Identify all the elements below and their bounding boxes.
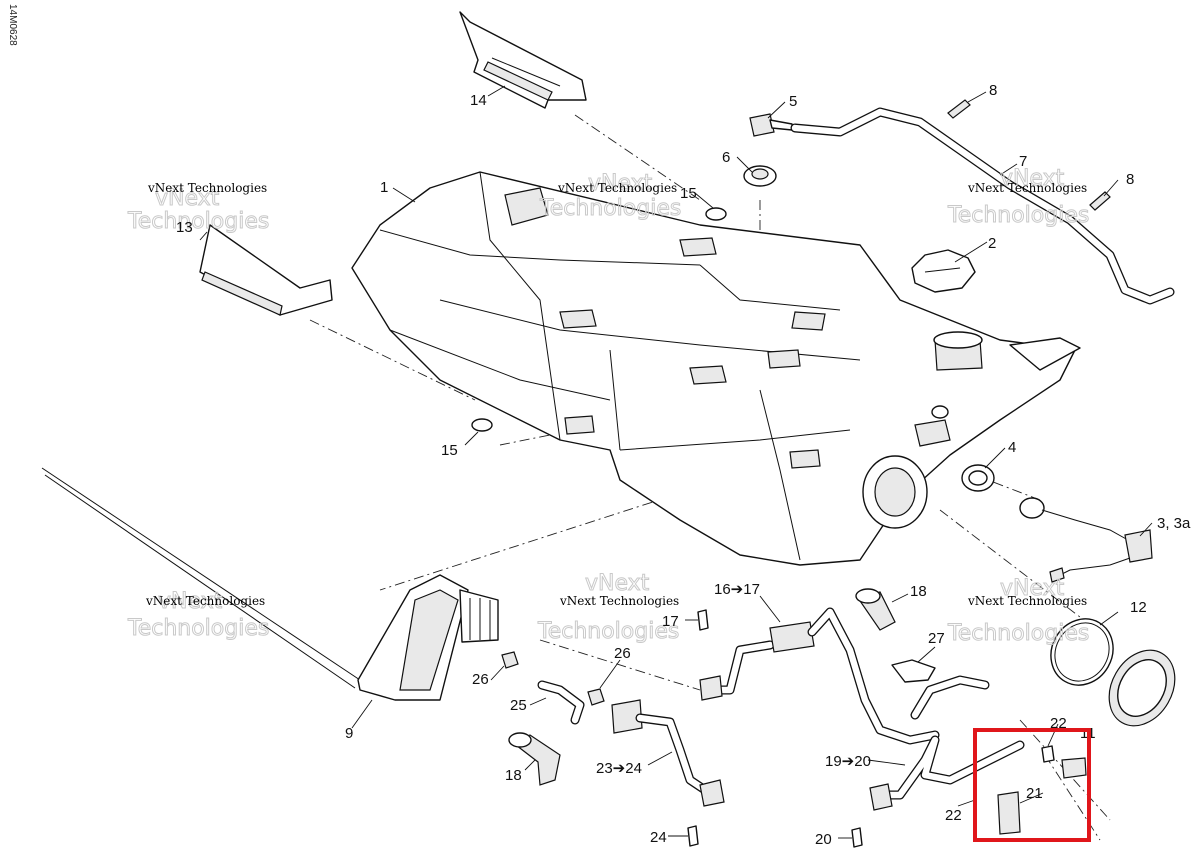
hose-connector-20[interactable] bbox=[851, 827, 863, 848]
hose-connector-24[interactable] bbox=[687, 825, 699, 847]
svg-text:Technologies: Technologies bbox=[127, 616, 269, 641]
callout-7: 7 bbox=[1019, 153, 1027, 170]
vent-valve[interactable] bbox=[749, 113, 793, 137]
callout-9: 9 bbox=[345, 725, 353, 742]
hose-assembly-23[interactable] bbox=[611, 699, 725, 807]
elbow-hose-top[interactable] bbox=[855, 588, 896, 631]
svg-text:Technologies: Technologies bbox=[947, 621, 1089, 646]
callout-2: 2 bbox=[988, 235, 996, 252]
vent-hose[interactable] bbox=[790, 107, 1175, 305]
svg-text:Technologies: Technologies bbox=[539, 196, 681, 221]
clamp-right[interactable] bbox=[1089, 191, 1111, 211]
hose-connector-17[interactable] bbox=[697, 609, 709, 631]
bracket-21[interactable] bbox=[997, 757, 1087, 835]
clip-27[interactable] bbox=[891, 659, 936, 683]
svg-text:Technologies: Technologies bbox=[537, 619, 679, 644]
callout-6: 6 bbox=[722, 149, 730, 166]
nut-26-right[interactable] bbox=[587, 688, 605, 706]
svg-text:vNext Technologies: vNext Technologies bbox=[557, 181, 677, 195]
callouts: 1 2 3, 3a 4 5 6 7 8 8 9 11 12 13 14 15 1… bbox=[176, 82, 1191, 848]
leader-lines bbox=[199, 85, 1153, 839]
grommet[interactable] bbox=[743, 165, 777, 187]
callout-15-left: 15 bbox=[441, 442, 458, 459]
heat-shield-top[interactable] bbox=[459, 11, 587, 109]
svg-text:vNext Technologies: vNext Technologies bbox=[967, 594, 1087, 608]
watermarks: vNext Technologies vNext Technologies vN… bbox=[127, 166, 1090, 647]
callout-18-top: 18 bbox=[910, 583, 927, 600]
callout-19-20: 19➔20 bbox=[825, 753, 871, 770]
svg-text:vNext Technologies: vNext Technologies bbox=[147, 181, 267, 195]
callout-26-right: 26 bbox=[614, 645, 631, 662]
callout-18-bottom: 18 bbox=[505, 767, 522, 784]
callout-26-left: 26 bbox=[472, 671, 489, 688]
clamp-top[interactable] bbox=[947, 99, 971, 119]
callout-15-top: 15 bbox=[680, 185, 697, 202]
svg-text:Technologies: Technologies bbox=[947, 203, 1089, 228]
callout-25: 25 bbox=[510, 697, 527, 714]
svg-text:vNext: vNext bbox=[1000, 166, 1065, 191]
callout-4: 4 bbox=[1008, 439, 1016, 456]
svg-text:Technologies: Technologies bbox=[127, 209, 269, 234]
grommet-left[interactable] bbox=[471, 418, 493, 432]
fuel-cap[interactable] bbox=[911, 249, 976, 293]
elbow-hose-bottom[interactable] bbox=[508, 732, 561, 786]
callout-1: 1 bbox=[380, 179, 388, 196]
svg-text:vNext Technologies: vNext Technologies bbox=[559, 594, 679, 608]
callout-14: 14 bbox=[470, 92, 487, 109]
callout-20: 20 bbox=[815, 831, 832, 848]
callout-13: 13 bbox=[176, 219, 193, 236]
fuel-tank[interactable] bbox=[351, 171, 1081, 566]
svg-text:vNext: vNext bbox=[1000, 576, 1065, 601]
callout-8-right: 8 bbox=[1126, 171, 1134, 188]
lock-ring[interactable] bbox=[1096, 638, 1188, 737]
callout-23-24: 23➔24 bbox=[596, 760, 642, 777]
gasket-4[interactable] bbox=[961, 464, 995, 492]
callout-24: 24 bbox=[650, 829, 667, 846]
fuel-level-sender[interactable] bbox=[1019, 497, 1153, 583]
svg-text:vNext Technologies: vNext Technologies bbox=[967, 181, 1087, 195]
callout-12: 12 bbox=[1130, 599, 1147, 616]
svg-text:vNext Technologies: vNext Technologies bbox=[145, 594, 265, 608]
elbow-25[interactable] bbox=[537, 680, 585, 725]
callout-21: 21 bbox=[1026, 785, 1043, 802]
screw-22[interactable] bbox=[1041, 745, 1055, 763]
fuel-pump-module[interactable] bbox=[41, 467, 499, 701]
svg-text:vNext: vNext bbox=[158, 589, 223, 614]
highlight-box bbox=[973, 728, 1091, 842]
grommet-top[interactable] bbox=[705, 207, 727, 221]
nut-26-left[interactable] bbox=[501, 651, 519, 669]
callout-16-17: 16➔17 bbox=[714, 581, 760, 598]
callout-22-bottom: 22 bbox=[945, 807, 962, 824]
callout-8-top: 8 bbox=[989, 82, 997, 99]
o-ring[interactable] bbox=[1039, 608, 1125, 697]
heat-shield-left[interactable] bbox=[199, 224, 333, 316]
callout-27: 27 bbox=[928, 630, 945, 647]
callout-22-top: 22 bbox=[1050, 715, 1067, 732]
callout-3: 3, 3a bbox=[1157, 515, 1191, 532]
hose-assembly-19[interactable] bbox=[869, 675, 1025, 811]
callout-5: 5 bbox=[789, 93, 797, 110]
svg-text:vNext: vNext bbox=[155, 186, 220, 211]
fuel-filter-hose[interactable] bbox=[699, 607, 940, 745]
svg-text:vNext: vNext bbox=[585, 571, 650, 596]
callout-17: 17 bbox=[662, 613, 679, 630]
svg-text:vNext: vNext bbox=[588, 171, 653, 196]
reference-code: 14M0628 bbox=[7, 4, 18, 46]
